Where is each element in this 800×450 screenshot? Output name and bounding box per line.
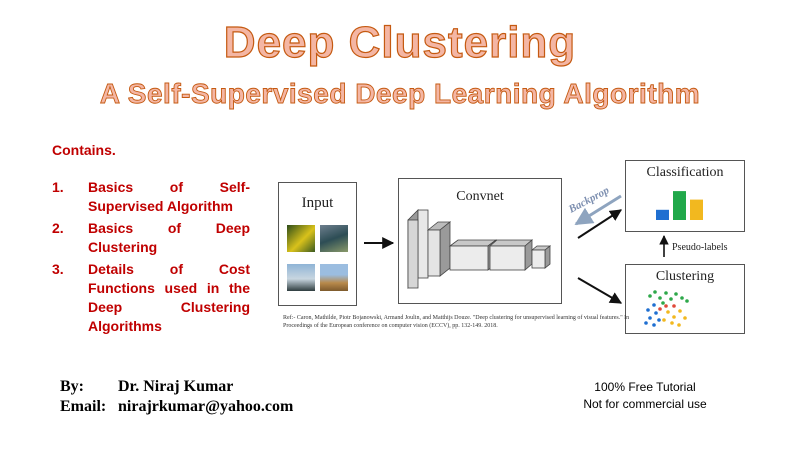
list-item-number: 2. xyxy=(52,220,64,236)
input-label: Input xyxy=(301,195,334,211)
sample-image-vehicle xyxy=(320,225,348,252)
deep-clustering-diagram: Input Convnet Classification Clustering xyxy=(278,160,756,340)
input-box: Input xyxy=(278,182,357,306)
classification-bar xyxy=(656,209,669,220)
author-name: Dr. Niraj Kumar xyxy=(118,378,234,395)
contents-list: 1. Basics of Self-Supervised Algorithm 2… xyxy=(52,178,250,336)
list-item-number: 1. xyxy=(52,179,64,195)
by-label: By: xyxy=(60,378,84,395)
convnet-layers xyxy=(407,209,552,289)
list-item-number: 3. xyxy=(52,261,64,277)
convnet-to-clustering-arrow xyxy=(577,277,623,304)
reference-citation: Ref:- Caron, Mathilde, Piotr Bojanowski,… xyxy=(283,315,630,329)
backprop-arrow xyxy=(574,194,622,226)
author-email: nirajrkumar@yahoo.com xyxy=(118,398,294,415)
classification-bar xyxy=(673,191,686,220)
diagram-graphics: Backprop Pseudo-labels xyxy=(364,184,728,327)
email-line: Email: nirajrkumar@yahoo.com xyxy=(60,398,293,416)
email-label: Email: xyxy=(60,398,107,415)
list-item: 1. Basics of Self-Supervised Algorithm xyxy=(52,178,250,216)
backprop-label: Backprop xyxy=(566,184,612,216)
contains-heading: Contains. xyxy=(52,142,116,158)
pseudo-labels-label: Pseudo-labels xyxy=(672,242,728,253)
clustering-scatter xyxy=(644,290,689,327)
convnet-label: Convnet xyxy=(456,189,504,204)
list-item: 3. Details of Cost Functions used in the… xyxy=(52,260,250,336)
clustering-label: Clustering xyxy=(655,269,715,284)
list-item-text: Basics of Self-Supervised Algorithm xyxy=(88,179,250,214)
classification-label: Classification xyxy=(646,165,724,180)
list-item-text: Details of Cost Functions used in the De… xyxy=(88,261,250,334)
sample-image-field xyxy=(320,264,348,291)
convnet-to-classification-arrow xyxy=(577,209,623,239)
free-tutorial-note: 100% Free Tutorial xyxy=(594,380,696,394)
list-item: 2. Basics of Deep Clustering xyxy=(52,219,250,257)
author-line: By: Dr. Niraj Kumar xyxy=(60,378,233,396)
classification-bar xyxy=(690,199,703,220)
non-commercial-note: Not for commercial use xyxy=(583,397,707,411)
sample-image-bird xyxy=(287,264,315,291)
classification-bars xyxy=(656,191,703,220)
list-item-text: Basics of Deep Clustering xyxy=(88,220,250,255)
page-subtitle: A Self-Supervised Deep Learning Algorith… xyxy=(99,78,701,110)
sample-image-flower xyxy=(287,225,315,252)
page-title: Deep Clustering xyxy=(223,17,577,67)
